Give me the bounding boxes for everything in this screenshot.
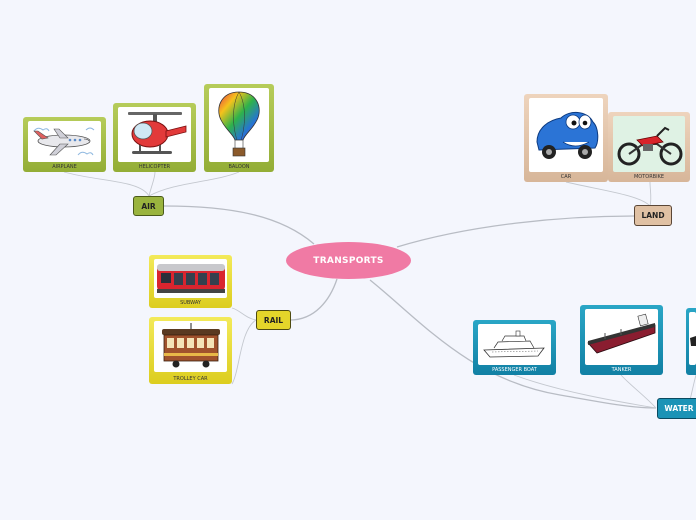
land-node[interactable]: LAND — [634, 205, 672, 226]
airplane-label: AIRPLANE — [52, 164, 77, 170]
air-node-label: AIR — [141, 201, 156, 211]
motorbike-label: MOTORBIKE — [633, 174, 665, 180]
trolley-label: TROLLEY CAR — [173, 376, 208, 382]
subway-label: SUBWAY — [180, 300, 201, 306]
passenger-boat-card[interactable]: PASSENGER BOAT — [473, 320, 556, 375]
motorbike-card[interactable]: MOTORBIKE — [608, 112, 690, 182]
tanker-label: TANKER — [611, 367, 632, 373]
tanker-card[interactable]: TANKER — [580, 305, 663, 375]
car-card[interactable]: CAR — [524, 94, 608, 182]
boat-card[interactable] — [686, 308, 696, 375]
passenger-boat-label: PASSENGER BOAT — [492, 367, 537, 373]
trolley-card[interactable]: TROLLEY CAR — [149, 317, 232, 384]
air-node[interactable]: AIR — [133, 196, 164, 216]
tanker-ship-icon — [585, 309, 658, 365]
car-icon — [529, 98, 603, 172]
hot-air-balloon-icon — [209, 88, 269, 162]
central-topic[interactable]: TRANSPORTS — [286, 242, 411, 279]
motorbike-icon — [613, 116, 685, 172]
boat-icon — [689, 312, 696, 365]
passenger-boat-icon — [478, 324, 551, 365]
airplane-icon — [28, 121, 101, 162]
rail-node-label: RAIL — [263, 315, 284, 325]
rail-node[interactable]: RAIL — [256, 310, 291, 330]
central-topic-label: TRANSPORTS — [313, 255, 384, 266]
trolley-car-icon — [154, 321, 227, 372]
balloon-card[interactable]: BALOON — [204, 84, 274, 172]
water-node-label: WATER — [664, 404, 694, 413]
helicopter-label: HELICOPTER — [138, 164, 171, 170]
subway-train-icon — [154, 259, 227, 298]
car-label: CAR — [560, 174, 572, 180]
subway-card[interactable]: SUBWAY — [149, 255, 232, 308]
airplane-card[interactable]: AIRPLANE — [23, 117, 106, 172]
balloon-label: BALOON — [228, 164, 250, 170]
water-node[interactable]: WATER — [657, 398, 696, 419]
land-node-label: LAND — [641, 211, 665, 220]
helicopter-icon — [118, 107, 191, 162]
helicopter-card[interactable]: HELICOPTER — [113, 103, 196, 172]
